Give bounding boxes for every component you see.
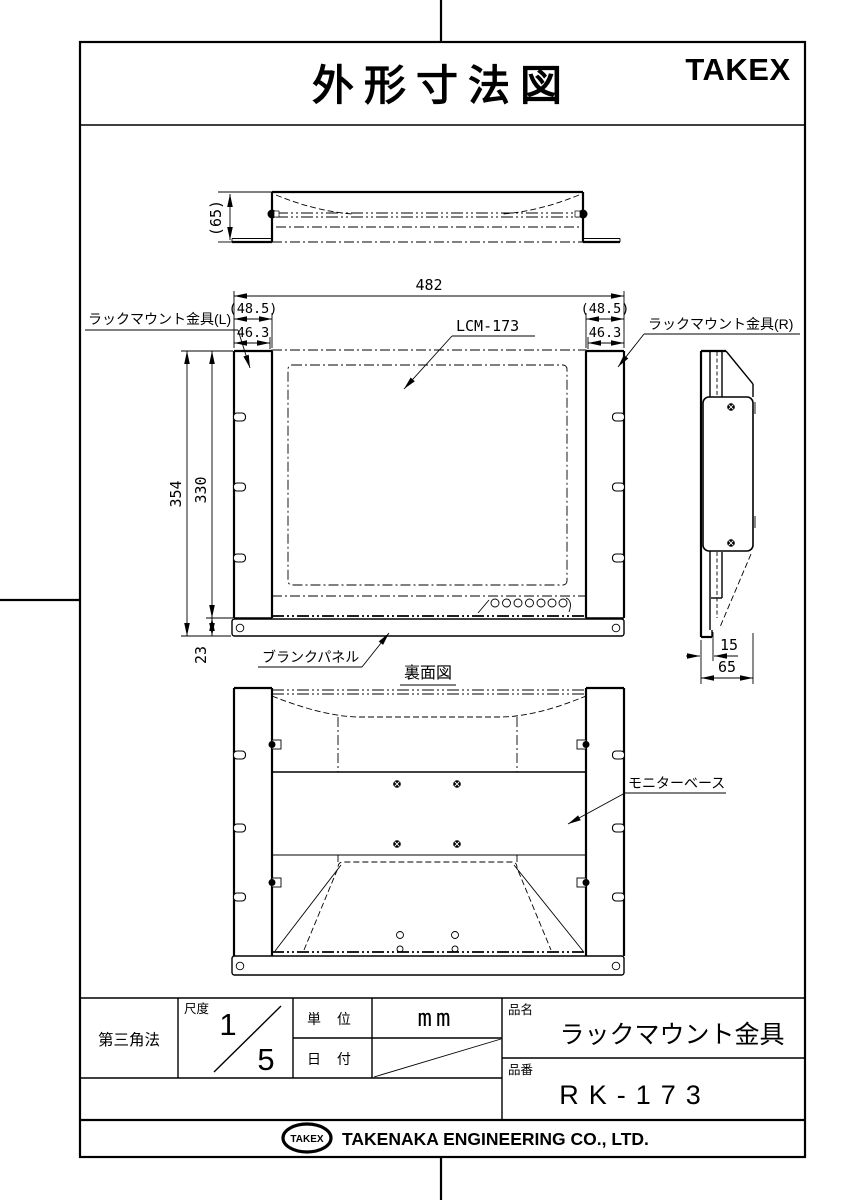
svg-text:LCM-173: LCM-173 (456, 317, 519, 335)
monitor-buttons (477, 597, 571, 614)
rear-blank-panel (231, 955, 625, 976)
front-view: 482 (48.5) 46.3 (48.5) 46.3 354 330 23 ラ… (85, 276, 800, 668)
takex-logo-ellipse (281, 1122, 333, 1154)
product-number-value: RK-173 (559, 1080, 711, 1110)
rear-caption: 裏面図 (400, 663, 456, 686)
svg-text:裏面図: 裏面図 (404, 663, 452, 682)
unit-value: mm (418, 1004, 455, 1032)
label-blank-panel: ブランクパネル (258, 632, 390, 668)
svg-text:ラックマウント金具(R): ラックマウント金具(R) (648, 316, 793, 332)
top-view-screw-right (574, 209, 588, 219)
rear-rail-right (584, 686, 626, 956)
top-view-screw-left (267, 209, 280, 219)
dim-flange-left: 46.3 (237, 325, 270, 341)
monitor-screen-outline (287, 364, 568, 586)
dim-monitor-height: 330 (192, 476, 210, 503)
dim-side-offset: 15 (720, 636, 738, 654)
svg-text:モニターベース: モニターベース (628, 775, 725, 791)
dim-overall-width: 482 (415, 276, 442, 294)
scale-numerator: 1 (219, 1007, 236, 1042)
dim-flange-ref-right: (48.5) (581, 301, 630, 317)
rear-view: 裏面図 (231, 663, 726, 976)
svg-text:ラックマウント金具(L): ラックマウント金具(L) (88, 311, 231, 327)
date-blank-slash (373, 1038, 502, 1078)
dim-top-depth: (65) (207, 200, 225, 236)
dim-blank-panel-height: 23 (192, 646, 210, 664)
sheet-frame (0, 0, 807, 1200)
brand-logo-text: TAKEX (685, 52, 790, 87)
rear-clip-screws (268, 739, 590, 888)
label-rack-mount-left: ラックマウント金具(L) (85, 311, 251, 369)
footer: TAKEX TAKENAKA ENGINEERING CO., LTD. (281, 1122, 649, 1154)
monitor-outline (271, 349, 587, 597)
blank-panel (231, 618, 625, 637)
product-number-label: 品番 (508, 1063, 534, 1077)
svg-text:ブランクパネル: ブランクパネル (262, 649, 359, 665)
scale-label: 尺度 (184, 1001, 210, 1016)
scale-slash (213, 1005, 282, 1073)
company-name: TAKENAKA ENGINEERING CO., LTD. (342, 1129, 649, 1149)
date-label: 日 付 (307, 1051, 357, 1067)
dim-side-depth: 65 (718, 658, 736, 676)
projection-method: 第三角法 (98, 1031, 160, 1049)
side-monitor-block (702, 396, 754, 552)
page-title: 外形寸法図 (312, 62, 572, 109)
scale-denominator: 5 (257, 1042, 274, 1077)
takex-logo-text: TAKEX (290, 1134, 323, 1145)
side-view: 15 65 (686, 349, 756, 684)
dim-overall-height: 354 (167, 480, 185, 507)
unit-label: 単 位 (307, 1011, 357, 1027)
title-band: 外形寸法図 TAKEX (312, 52, 790, 109)
front-rail-right (584, 349, 626, 619)
dim-flange-ref-left: (48.5) (229, 301, 278, 317)
rear-rail-left (232, 686, 274, 956)
label-rack-mount-right: ラックマウント金具(R) (617, 316, 800, 368)
product-name-value: ラックマウント金具 (559, 1021, 784, 1049)
front-rail-left (232, 349, 274, 619)
label-monitor-base: モニターベース (567, 775, 726, 825)
top-view: (65) (207, 190, 621, 244)
label-monitor-model: LCM-173 (403, 317, 535, 390)
dim-flange-right: 46.3 (589, 325, 622, 341)
product-name-label: 品名 (508, 1002, 533, 1017)
title-block: 第三角法 尺度 1 5 単 位 mm 日 付 品名 ラックマウント金具 品番 R… (80, 997, 805, 1122)
